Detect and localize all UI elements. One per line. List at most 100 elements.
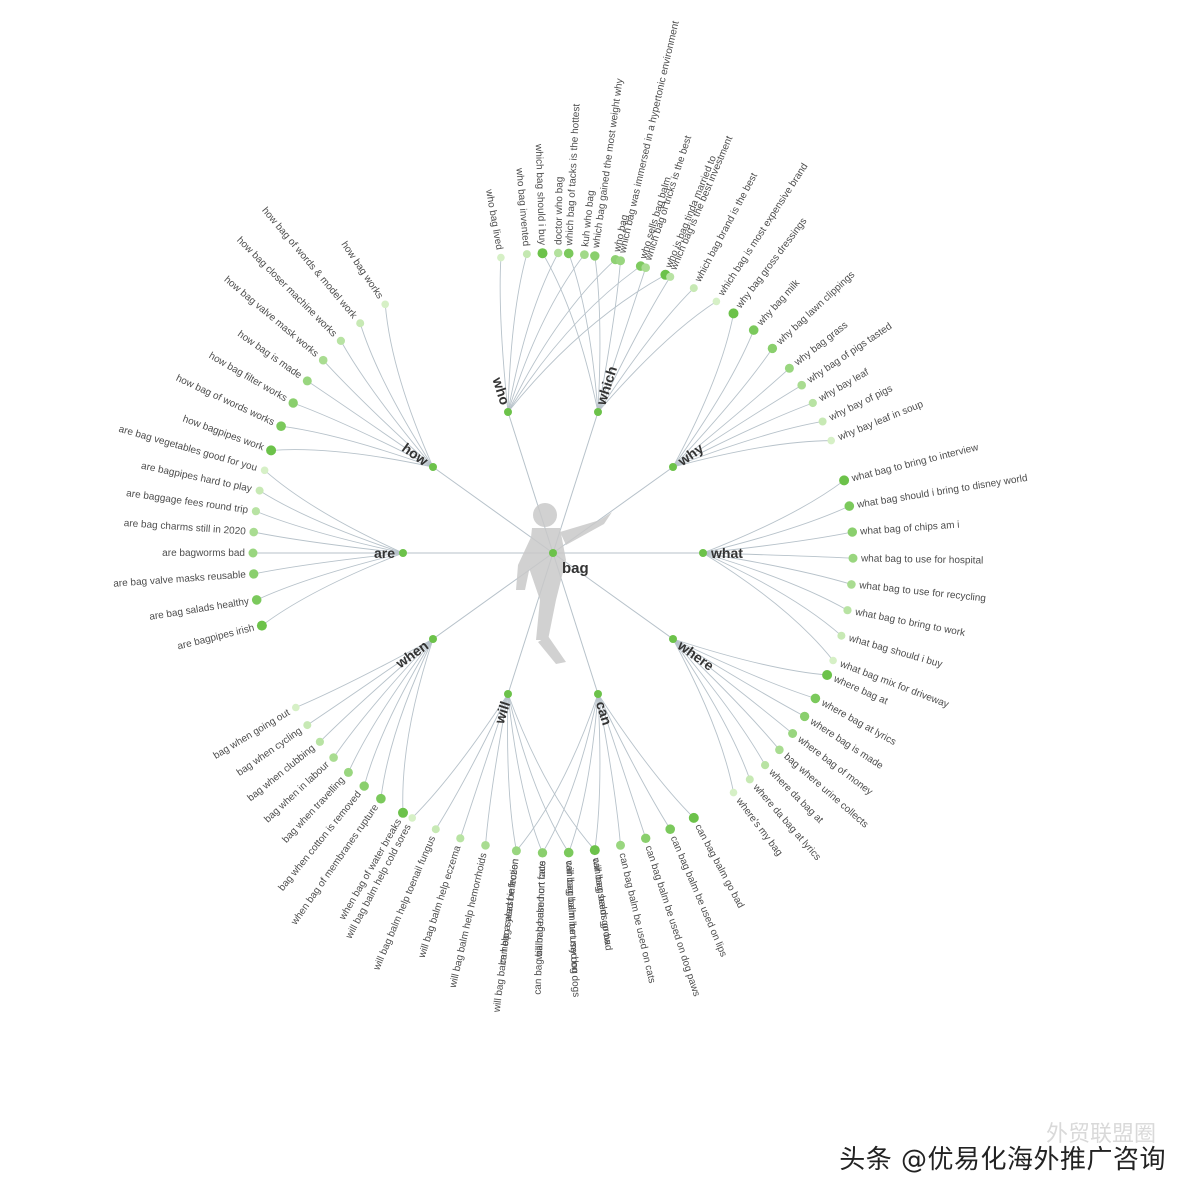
leaf-node[interactable] <box>844 501 855 511</box>
leaf-node[interactable] <box>829 656 837 665</box>
leaf-label[interactable]: are bagpipes irish <box>176 623 255 653</box>
leaf-label[interactable]: are bag vegetables good for you <box>117 424 258 474</box>
leaf-node[interactable] <box>847 580 856 589</box>
branch-node-how[interactable] <box>429 463 437 471</box>
leaf-node[interactable] <box>788 729 798 738</box>
leaf-node[interactable] <box>745 775 754 784</box>
leaf-node[interactable] <box>748 325 759 335</box>
leaf-node[interactable] <box>398 807 408 818</box>
leaf-node[interactable] <box>590 251 600 261</box>
leaf-node[interactable] <box>376 793 386 804</box>
leaf-node[interactable] <box>336 336 345 345</box>
leaf-node[interactable] <box>666 272 675 281</box>
leaf-node[interactable] <box>266 445 277 456</box>
leaf-node[interactable] <box>729 788 738 797</box>
leaf-node[interactable] <box>303 721 312 730</box>
leaf-label[interactable]: why bag lawn clippings <box>774 269 857 347</box>
leaf-node[interactable] <box>563 248 574 259</box>
leaf-label[interactable]: who bag lived <box>483 188 505 251</box>
branch-node-where[interactable] <box>669 635 677 643</box>
leaf-label[interactable]: what bag to bring to work <box>853 607 967 639</box>
leaf-node[interactable] <box>431 825 440 834</box>
leaf-label[interactable]: bag when in labour <box>262 759 332 825</box>
leaf-node[interactable] <box>292 703 300 712</box>
leaf-label[interactable]: are bag valve masks reusable <box>113 569 247 589</box>
leaf-label[interactable]: which bag of tacks is the hottest <box>564 103 582 246</box>
leaf-node[interactable] <box>248 548 258 558</box>
leaf-node[interactable] <box>251 507 260 516</box>
leaf-label[interactable]: are bag charms still in 2020 <box>123 518 246 538</box>
branch-node-can[interactable] <box>594 690 602 698</box>
leaf-node[interactable] <box>797 380 806 390</box>
leaf-node[interactable] <box>318 355 328 365</box>
leaf-node[interactable] <box>315 737 324 746</box>
leaf-node[interactable] <box>810 693 821 704</box>
leaf-node[interactable] <box>497 253 505 262</box>
leaf-node[interactable] <box>843 606 852 615</box>
leaf-label[interactable]: what bag of chips am i <box>859 520 960 538</box>
branch-node-when[interactable] <box>429 635 437 643</box>
branch-node-which[interactable] <box>594 408 602 416</box>
leaf-label[interactable]: are baggage fees round trip <box>125 488 249 516</box>
branch-node-what[interactable] <box>699 549 707 557</box>
leaf-node[interactable] <box>822 670 833 680</box>
leaf-label[interactable]: what bag to use for recycling <box>858 580 987 604</box>
leaf-label[interactable]: will bag seeds grow <box>590 856 613 946</box>
leaf-node[interactable] <box>827 436 835 445</box>
leaf-node[interactable] <box>847 527 857 537</box>
center-node[interactable] <box>549 549 557 557</box>
leaf-label[interactable]: which bag should i buy <box>533 143 548 246</box>
leaf-node[interactable] <box>554 248 563 258</box>
leaf-node[interactable] <box>256 620 267 631</box>
leaf-node[interactable] <box>537 848 548 858</box>
leaf-node[interactable] <box>641 833 651 843</box>
leaf-node[interactable] <box>255 486 264 495</box>
leaf-node[interactable] <box>616 840 625 850</box>
leaf-node[interactable] <box>761 761 770 770</box>
leaf-node[interactable] <box>589 845 600 856</box>
leaf-label[interactable]: what bag to use for hospital <box>860 553 983 566</box>
leaf-label[interactable]: will bag balm help a yeast infection <box>492 858 522 1014</box>
leaf-label[interactable]: how bag valve mask works <box>222 274 321 359</box>
leaf-node[interactable] <box>837 631 846 640</box>
leaf-node[interactable] <box>456 834 465 843</box>
leaf-node[interactable] <box>356 319 365 328</box>
leaf-node[interactable] <box>580 250 589 259</box>
leaf-node[interactable] <box>522 250 531 259</box>
leaf-label[interactable]: what bag should i bring to disney world <box>855 473 1028 511</box>
leaf-node[interactable] <box>784 363 794 373</box>
leaf-node[interactable] <box>511 846 521 856</box>
leaf-node[interactable] <box>260 466 269 475</box>
leaf-label[interactable]: how bag works <box>339 240 385 301</box>
leaf-node[interactable] <box>616 256 625 266</box>
leaf-node[interactable] <box>537 248 548 259</box>
leaf-label[interactable]: are bagworms bad <box>162 548 245 559</box>
leaf-label[interactable]: will bag balm hurt my dog <box>563 859 580 974</box>
branch-node-who[interactable] <box>504 408 512 416</box>
leaf-label[interactable]: bag when clubbing <box>246 743 318 804</box>
leaf-node[interactable] <box>302 376 312 386</box>
leaf-node[interactable] <box>808 398 817 408</box>
leaf-label[interactable]: are bag salads healthy <box>149 596 250 623</box>
leaf-node[interactable] <box>712 297 721 306</box>
leaf-node[interactable] <box>481 841 490 850</box>
leaf-node[interactable] <box>767 343 778 354</box>
leaf-node[interactable] <box>775 745 784 755</box>
leaf-label[interactable]: doctor who bag <box>553 177 565 246</box>
leaf-label[interactable]: will bag balm hurt cats <box>534 861 548 961</box>
branch-node-will[interactable] <box>504 690 512 698</box>
leaf-node[interactable] <box>799 711 810 722</box>
leaf-node[interactable] <box>563 847 574 858</box>
leaf-node[interactable] <box>249 527 258 537</box>
leaf-node[interactable] <box>848 553 858 563</box>
leaf-node[interactable] <box>818 417 827 426</box>
leaf-node[interactable] <box>839 475 850 486</box>
leaf-node[interactable] <box>251 595 262 605</box>
leaf-label[interactable]: who bag invented <box>513 167 531 247</box>
leaf-node[interactable] <box>288 398 298 408</box>
leaf-label[interactable]: what bag to bring to interview <box>850 442 981 485</box>
leaf-label[interactable]: can bag balm be used on face <box>533 860 549 995</box>
leaf-node[interactable] <box>249 569 259 579</box>
leaf-node[interactable] <box>665 824 675 834</box>
leaf-node[interactable] <box>343 767 353 777</box>
